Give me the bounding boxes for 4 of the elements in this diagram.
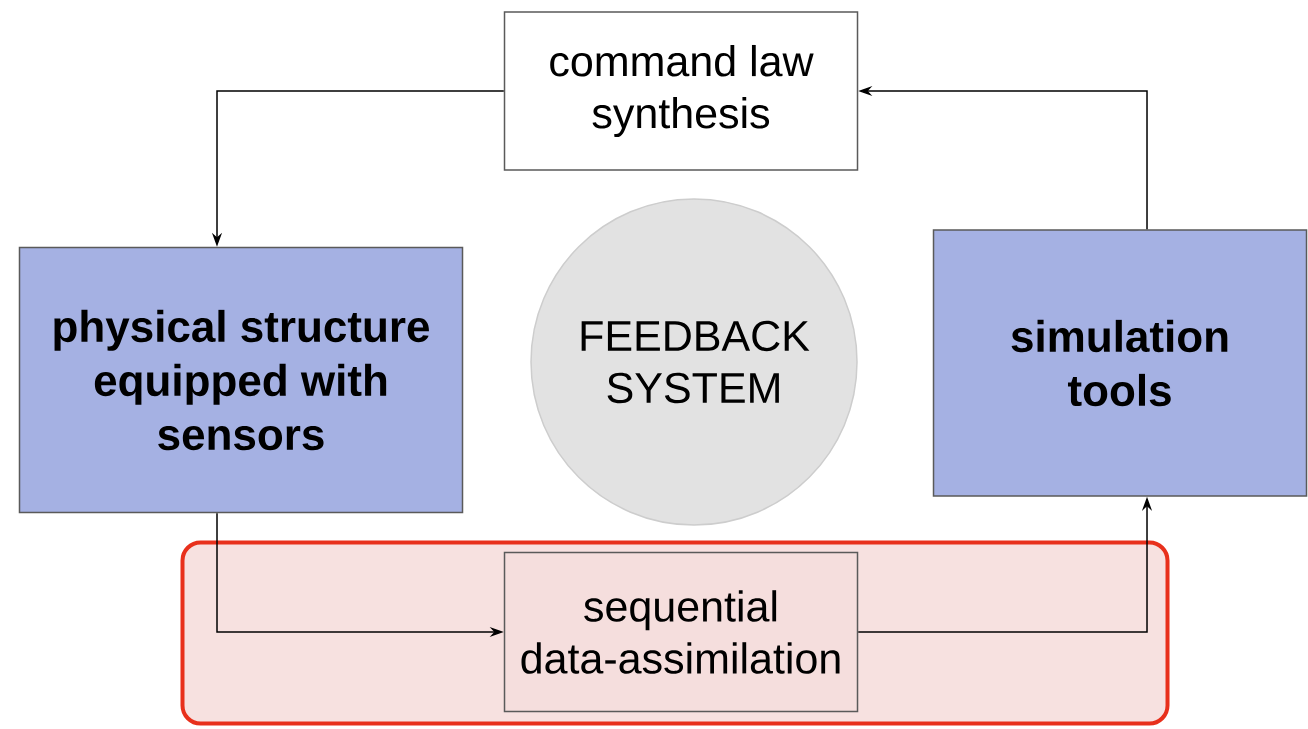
process-box: command law synthesis	[503, 11, 859, 171]
process-box: physical structure equipped with sensors	[18, 246, 464, 514]
process-box: simulation tools	[932, 229, 1308, 497]
process-box: sequential data-assimilation	[503, 551, 859, 713]
